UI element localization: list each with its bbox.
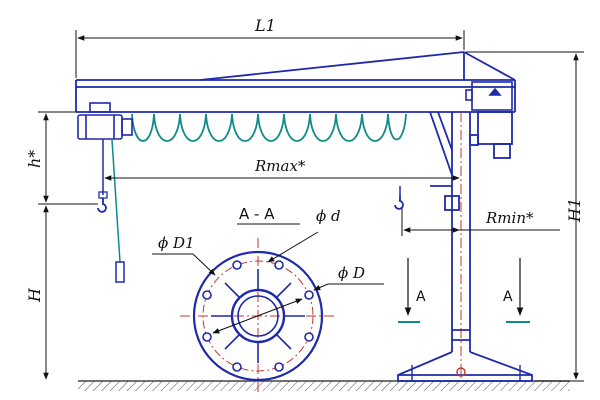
hoist-trolley (77, 102, 133, 140)
dimension-lines (38, 30, 584, 382)
anchor-bolts (411, 365, 521, 381)
max-radius-label: Rmax* (254, 157, 306, 175)
flange-leaders (152, 223, 384, 334)
lift-allowance-label: h* (25, 150, 44, 168)
section-title: A - A (239, 205, 275, 223)
total-height-label: H1 (565, 198, 584, 223)
section-label-right: A (503, 289, 513, 305)
left-hook (97, 139, 108, 213)
jib-arm (75, 51, 516, 113)
festoon-cable (131, 113, 407, 142)
hook-height-label: H (25, 287, 44, 303)
section-label-left: A (416, 289, 426, 305)
span-label: L1 (254, 16, 276, 35)
min-radius-label: Rmin* (485, 209, 534, 227)
column (397, 111, 533, 382)
bolt-hole-diameter-label: ϕ d (316, 207, 341, 225)
section-marks (398, 258, 530, 323)
pendant-control (115, 261, 125, 283)
slewing-head (465, 81, 513, 111)
flange-diameter-label: ϕ D (338, 264, 365, 282)
pendant-cable (111, 139, 121, 263)
ground (78, 380, 570, 391)
bolt-circle-diameter-label: ϕ D1 (158, 234, 195, 252)
right-hook (394, 186, 404, 210)
